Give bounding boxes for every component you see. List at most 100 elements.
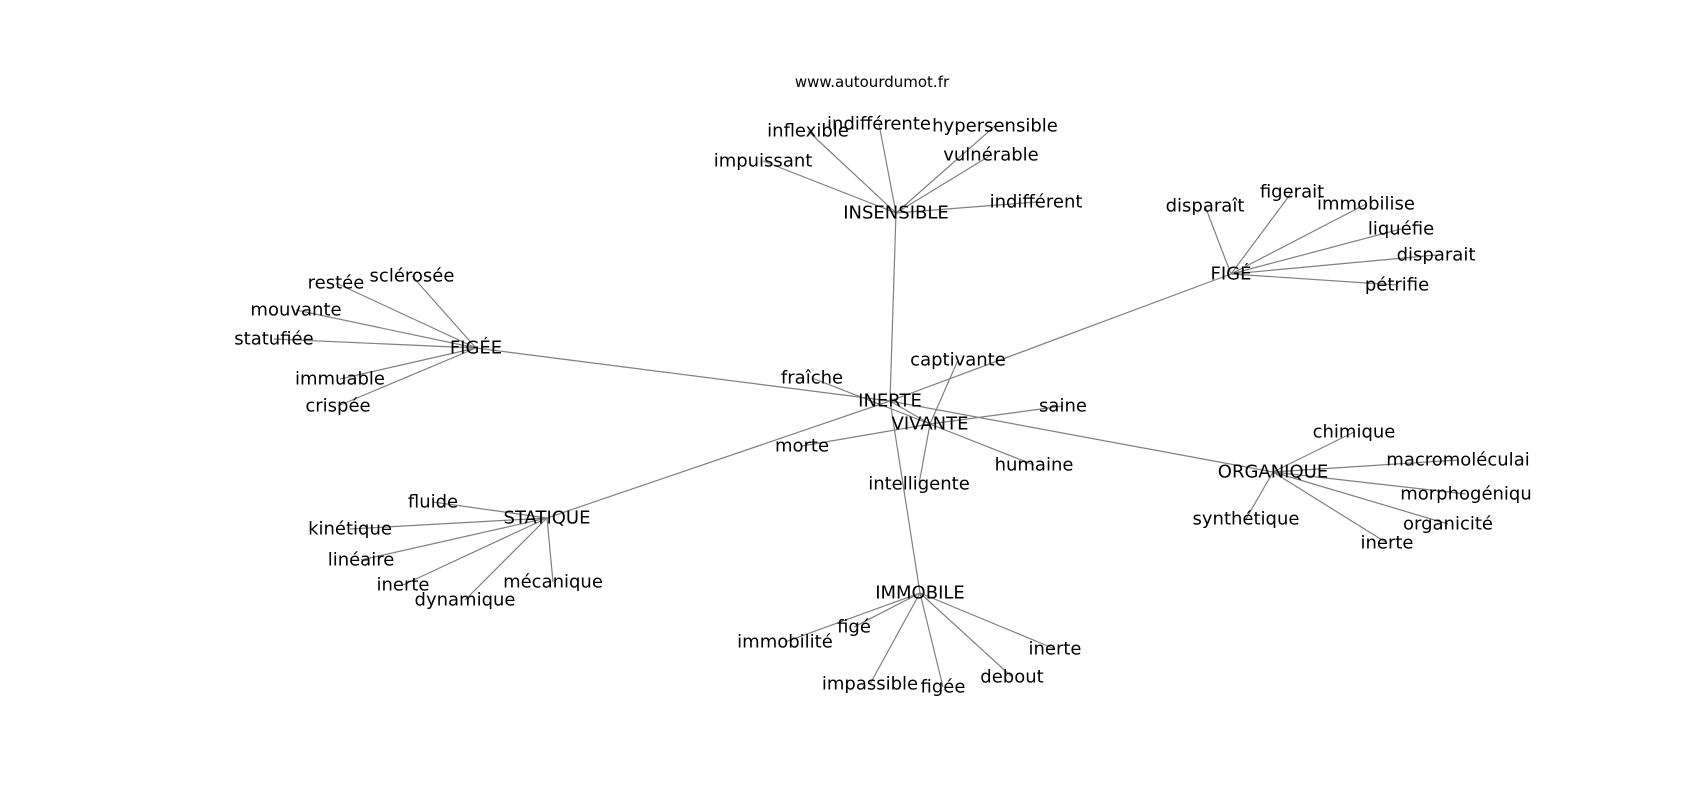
node-vivante: VIVANTE [892,414,969,435]
node-statique: STATIQUE [504,508,591,529]
edge-immobile-debout [919,592,1013,678]
node-immobile: IMMOBILE [875,583,965,604]
edge-organique-chimique [1272,431,1355,473]
edge-vivante-fraiche [811,377,931,425]
edge-figee_h-restee [335,282,477,349]
node-chimique: chimique [1313,422,1396,443]
edge-immobile-immobilite [784,592,921,643]
node-indifferente: indifférente [827,114,931,135]
node-mecanique: mécanique [503,572,603,593]
node-inerte_o: inerte [1360,533,1413,554]
node-kinetique: kinétique [308,519,392,540]
node-mouvante: mouvante [250,300,341,321]
node-statufiee: statufiée [234,329,313,350]
edge-figee_h-sclerosee [411,275,477,349]
node-macromoleculaire: macromoléculai [1386,450,1529,471]
edge-inerte_c-fige_h [889,273,1232,402]
edge-fige_h-disparait_b [1230,254,1437,275]
edge-inerte_c-organique [889,400,1274,473]
edge-inerte_c-immobile [889,400,921,594]
node-inerte_s: inerte [376,575,429,596]
edge-immobile-fige_i [853,592,921,628]
edge-insensible-indifferent [895,201,1037,214]
node-fige_h: FIGÉ [1211,263,1252,285]
node-lineaire: linéaire [328,550,395,571]
edge-inerte_c-vivante [889,400,931,425]
edge-vivante-captivante [929,359,959,425]
node-humaine: humaine [995,455,1074,476]
edge-insensible-inflexible [807,130,897,214]
node-liquefie: liquéfie [1368,219,1434,240]
source-url: www.autourdumot.fr [795,73,950,91]
node-saine: saine [1039,396,1087,417]
node-dynamique: dynamique [415,590,516,611]
edge-immobile-impassible [869,592,921,685]
edge-organique-organicite [1272,471,1449,525]
node-impassible: impassible [822,674,918,695]
edge-organique-morphogenique [1272,471,1467,495]
node-immuable: immuable [295,369,385,390]
node-immobilite: immobilité [737,632,833,653]
edge-statique-fluide [432,501,548,519]
node-immobilise: immobilise [1317,194,1415,215]
edge-insensible-impuissant [762,160,897,214]
node-morte: morte [775,436,829,457]
node-insensible: INSENSIBLE [843,203,949,224]
edge-inerte_c-statique [546,400,891,519]
edge-statique-lineaire [360,517,548,561]
node-intelligente: intelligente [868,474,970,495]
node-captivante: captivante [910,350,1006,371]
edge-vivante-intelligente [918,423,931,485]
node-organique: ORGANIQUE [1218,462,1328,483]
edge-immobile-figee_i [919,592,944,688]
edge-vivante-morte [801,423,931,447]
edge-fige_h-immobilise [1230,203,1367,275]
node-fige_i: figé [837,617,871,638]
node-vulnerable: vulnérable [943,145,1038,166]
edge-fige_h-disparait_a [1204,205,1232,275]
node-figee_h: FIGÉE [450,337,502,359]
node-crispee: crispée [305,396,370,417]
node-impuissant: impuissant [714,151,813,172]
node-figee_i: figée [921,677,966,698]
node-sclerosee: sclérosée [370,266,455,287]
edge-fige_h-petrifie [1230,273,1398,286]
edge-organique-inerte_o [1272,471,1388,544]
graph-edges [273,123,1467,688]
edge-figee_h-mouvante [295,309,477,349]
edge-insensible-hypersensible [895,125,996,214]
node-hypersensible: hypersensible [932,116,1058,137]
node-inerte_c: INERTE [858,391,922,412]
edge-figee_h-statufiee [273,338,477,349]
edge-statique-inerte_s [402,517,548,586]
node-figerait: figerait [1260,182,1324,203]
edge-organique-macromoleculaire [1272,459,1459,473]
edge-figee_h-crispee [337,347,477,407]
node-indifferent: indifférent [990,192,1083,213]
node-synthetique: synthétique [1193,509,1300,530]
edge-figee_h-immuable [339,347,477,380]
node-restee: restée [308,273,365,294]
node-fraiche: fraîche [781,368,843,389]
node-fluide: fluide [408,492,458,513]
edge-inerte_c-figee_h [475,347,891,402]
edge-insensible-vulnerable [895,154,992,214]
edge-vivante-saine [929,405,1064,425]
edge-fige_h-liquefie [1230,228,1402,275]
edge-immobile-inerte_i [919,592,1056,650]
edge-fige_h-figerait [1230,191,1293,275]
node-inflexible: inflexible [767,121,849,142]
node-organicite: organicité [1403,514,1493,535]
node-morphogenique: morphogéniqu [1400,484,1532,505]
edge-statique-dynamique [464,517,548,601]
edge-statique-mecanique [546,517,554,583]
node-disparait_a: disparaît [1166,196,1245,217]
edge-insensible-indifferente [878,123,897,214]
node-inerte_i: inerte [1028,639,1081,660]
node-debout: debout [980,667,1043,688]
edge-inerte_c-insensible [889,212,897,402]
node-disparait_b: disparait [1397,245,1476,266]
edge-statique-kinetique [349,517,548,530]
